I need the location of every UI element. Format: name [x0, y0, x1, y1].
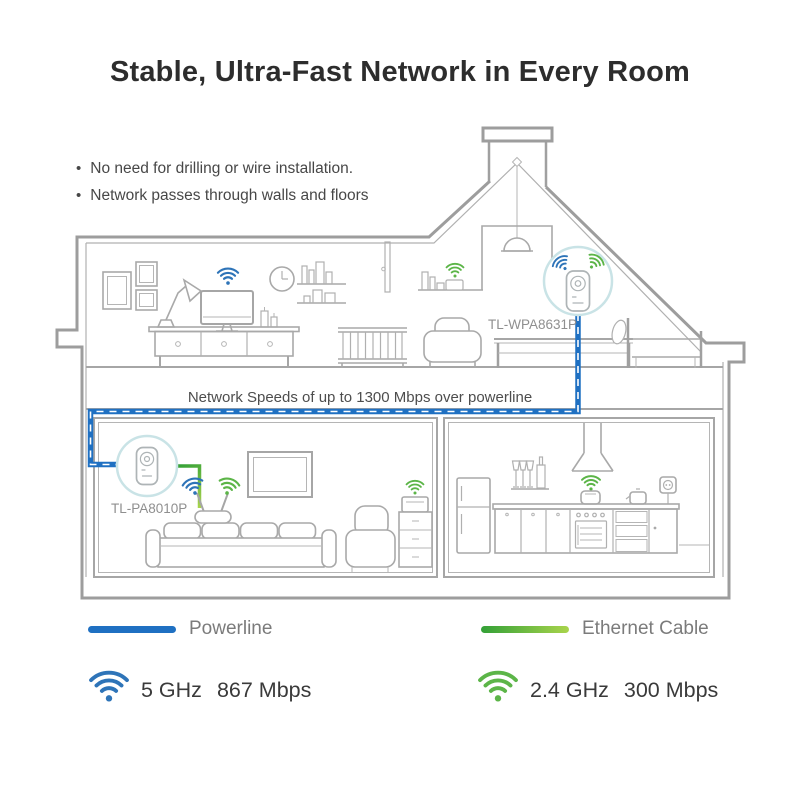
adapter-label: TL-PA8010P	[111, 501, 187, 516]
attic-armchair	[423, 317, 482, 368]
bullet-item: • Network passes through walls and floor…	[76, 182, 369, 209]
spec-24ghz: 2.4 GHz 300 Mbps	[476, 669, 718, 703]
band-label: 2.4 GHz	[530, 678, 609, 702]
legend-ethernet: Ethernet Cable	[481, 618, 709, 640]
candles	[260, 307, 278, 328]
powerline-speed-note: Network Speeds of up to 1300 Mbps over p…	[188, 389, 532, 406]
spec-24ghz-text: 2.4 GHz 300 Mbps	[530, 669, 718, 703]
wifi-icon-kitchen	[581, 475, 601, 492]
sideboard	[148, 326, 300, 367]
wifi-icon-attic-shelf	[445, 262, 465, 279]
ethernet-legend-label: Ethernet Cable	[582, 618, 709, 639]
oven	[574, 512, 608, 549]
pendant-lamp	[481, 225, 553, 290]
sofa	[145, 522, 337, 568]
wifi-icon-24ghz-spec	[478, 670, 518, 703]
powerline-legend-line	[88, 625, 176, 633]
powerline-adapter-device	[115, 434, 179, 498]
chimney	[481, 126, 554, 187]
wall-clock	[269, 266, 295, 292]
armchair	[345, 505, 396, 572]
desk-lamp	[156, 278, 203, 328]
bullet-text: Network passes through walls and floors	[90, 187, 369, 204]
wall-fixture	[381, 241, 391, 293]
bed	[611, 318, 703, 368]
wifi-router	[180, 475, 242, 524]
bullet-text: No need for drilling or wire installatio…	[90, 160, 354, 177]
kettle	[625, 488, 647, 505]
upper-floor-furniture	[102, 241, 703, 368]
attic-shelf	[418, 271, 483, 291]
page-title: Stable, Ultra-Fast Network in Every Room	[109, 56, 691, 88]
lower-left-room-wall	[93, 417, 438, 578]
console-table	[494, 338, 633, 368]
powerline-cable	[87, 314, 581, 468]
outer-wall	[55, 179, 746, 600]
extender-label: TL-WPA8631P	[488, 317, 577, 332]
wifi-icon-living-room	[216, 267, 240, 286]
smart-toaster	[580, 490, 601, 505]
spec-5ghz: 5 GHz 867 Mbps	[87, 669, 311, 703]
roof-apex	[511, 156, 523, 168]
picture-frames	[102, 261, 158, 311]
range-hood	[571, 423, 614, 472]
bullet-dot: •	[76, 160, 82, 177]
drawer-unit	[398, 496, 433, 568]
bullet-dot: •	[76, 187, 82, 204]
kitchen-counter	[492, 503, 710, 554]
powerline-extender-device	[542, 245, 614, 317]
desktop-monitor	[200, 290, 254, 332]
lower-left-room	[145, 451, 433, 572]
speed-label: 300 Mbps	[623, 678, 719, 702]
house-structure	[55, 126, 746, 600]
speed-label: 867 Mbps	[216, 678, 312, 702]
cabinet-handle	[653, 526, 657, 530]
band-label: 5 GHz	[141, 678, 202, 702]
power-outlet	[659, 476, 677, 504]
spec-5ghz-text: 5 GHz 867 Mbps	[141, 669, 311, 703]
wall-shelves	[297, 261, 346, 304]
powerline-legend-label: Powerline	[189, 618, 273, 639]
wall-tv	[247, 451, 313, 498]
bullet-item: • No need for drilling or wire installat…	[76, 155, 369, 182]
powerline-dashes	[89, 314, 579, 466]
wifi-icon-drawer-device	[405, 479, 425, 496]
kitchen	[456, 423, 710, 554]
lower-right-room-wall	[443, 417, 715, 578]
radiator	[338, 327, 407, 368]
ethernet-cable	[176, 464, 202, 508]
fridge	[456, 477, 491, 554]
ethernet-legend-line	[481, 625, 569, 633]
legend-powerline: Powerline	[88, 618, 272, 640]
feature-bullets: • No need for drilling or wire installat…	[76, 155, 369, 209]
wifi-icon-5ghz-spec	[89, 670, 129, 703]
glass-shelf	[511, 456, 549, 490]
wifi-icon-router-5ghz	[180, 475, 207, 499]
kitchen-drawers	[615, 511, 648, 552]
